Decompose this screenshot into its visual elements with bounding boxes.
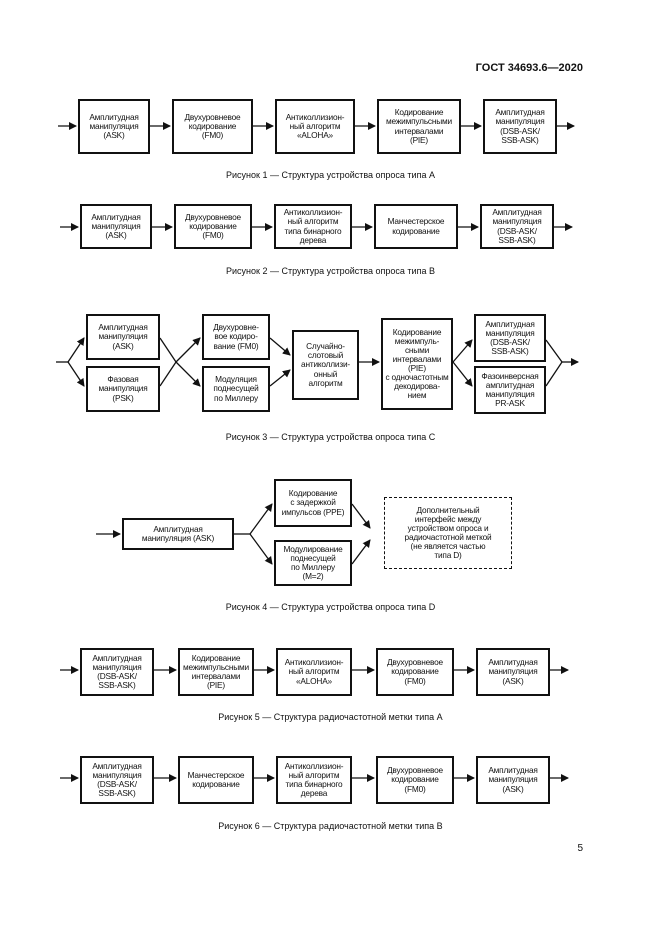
figure-6-caption: Рисунок 6 — Структура радиочастотной мет… bbox=[218, 821, 443, 831]
figure-2-caption: Рисунок 2 — Структура устройства опроса … bbox=[226, 266, 435, 276]
fig3-block-slotted-aloha: Случайно- слотовый антиколлизи- онный ал… bbox=[292, 330, 359, 400]
fig6-block-fm0: Двухуровневое кодирование (FM0) bbox=[376, 756, 454, 804]
fig3-block-psk: Фазовая манипуляция (PSK) bbox=[86, 366, 160, 412]
page-number: 5 bbox=[577, 843, 583, 854]
figure-3-caption: Рисунок 3 — Структура устройства опроса … bbox=[225, 432, 436, 442]
fig6-block-binary-tree: Антиколлизион- ный алгоритм типа бинарно… bbox=[276, 756, 352, 804]
fig3-block-fm0: Двухуровне- вое кодиро- вание (FM0) bbox=[202, 314, 270, 360]
figure-1-caption: Рисунок 1 — Структура устройства опроса … bbox=[226, 170, 435, 180]
fig5-block-fm0: Двухуровневое кодирование (FM0) bbox=[376, 648, 454, 696]
fig2-block-ask: Амплитудная манипуляция (ASK) bbox=[80, 204, 152, 249]
fig1-block-pie: Кодирование межимпульсными интервалами (… bbox=[377, 99, 461, 154]
figure-4-caption: Рисунок 4 — Структура устройства опроса … bbox=[225, 602, 436, 612]
fig6-block-dsb-ask: Амплитудная манипуляция (DSB-ASK/ SSB-AS… bbox=[80, 756, 154, 804]
fig1-block-aloha: Антиколлизион- ный алгоритм «ALOHA» bbox=[275, 99, 355, 154]
fig4-block-miller: Модулирование поднесущей по Миллеру (M=2… bbox=[274, 540, 352, 586]
fig2-block-dsb-ask: Амплитудная манипуляция (DSB-ASK/ SSB-AS… bbox=[480, 204, 554, 249]
fig4-block-ask: Амплитудная манипуляция (ASK) bbox=[122, 518, 234, 550]
fig2-block-binary-tree: Антиколлизион- ный алгоритм типа бинарно… bbox=[274, 204, 352, 249]
fig6-block-manchester: Манчестерское кодирование bbox=[178, 756, 254, 804]
fig1-block-ask: Амплитудная манипуляция (ASK) bbox=[78, 99, 150, 154]
fig4-block-additional-interface: Дополнительный интерфейс между устройств… bbox=[384, 497, 512, 569]
fig3-block-pie: Кодирование межимпуль- сными интервалами… bbox=[381, 318, 453, 410]
fig5-block-aloha: Антиколлизион- ный алгоритм «ALOHA» bbox=[276, 648, 352, 696]
fig3-block-dsb-ask: Амплитудная манипуляция (DSB-ASK/ SSB-AS… bbox=[474, 314, 546, 362]
fig2-block-manchester: Манчестерское кодирование bbox=[374, 204, 458, 249]
fig2-block-fm0: Двухуровневое кодирование (FM0) bbox=[174, 204, 252, 249]
fig4-block-ppe: Кодирование с задержкой импульсов (PPE) bbox=[274, 479, 352, 527]
fig5-block-pie: Кодирование межимпульсными интервалами (… bbox=[178, 648, 254, 696]
document-code: ГОСТ 34693.6—2020 bbox=[475, 62, 583, 74]
fig1-block-dsb-ask: Амплитудная манипуляция (DSB-ASK/ SSB-AS… bbox=[483, 99, 557, 154]
fig3-block-miller: Модуляция поднесущей по Миллеру bbox=[202, 366, 270, 412]
fig1-block-fm0: Двухуровневое кодирование (FM0) bbox=[172, 99, 253, 154]
fig3-block-ask: Амплитудная манипуляция (ASK) bbox=[86, 314, 160, 360]
fig5-block-dsb-ask: Амплитудная манипуляция (DSB-ASK/ SSB-AS… bbox=[80, 648, 154, 696]
fig5-block-ask: Амплитудная манипуляция (ASK) bbox=[476, 648, 550, 696]
figure-5-caption: Рисунок 5 — Структура радиочастотной мет… bbox=[218, 712, 443, 722]
fig6-block-ask: Амплитудная манипуляция (ASK) bbox=[476, 756, 550, 804]
fig3-block-pr-ask: Фазоинверсная амплитудная манипуляция PR… bbox=[474, 366, 546, 414]
